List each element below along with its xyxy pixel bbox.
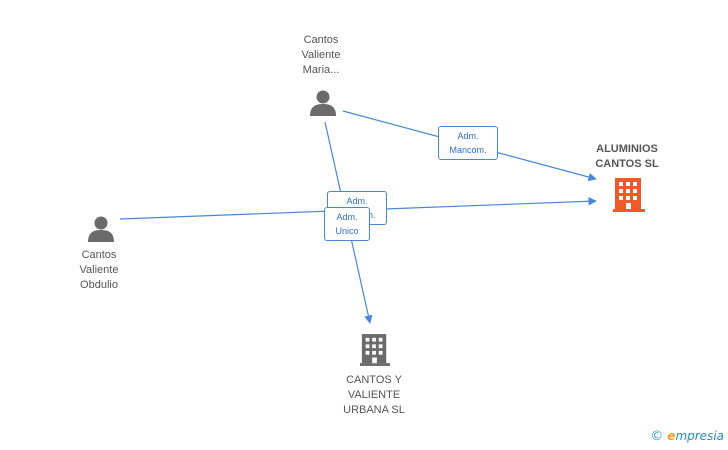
- person-label-maria: Cantos Valiente Maria...: [286, 33, 356, 78]
- edge-label-line: Unico: [335, 226, 359, 236]
- edge-label-line: Adm.: [336, 212, 358, 222]
- edge-label-line: Adm.: [346, 196, 368, 206]
- copyright-symbol: ©: [650, 429, 664, 444]
- label-line: Cantos: [81, 249, 117, 261]
- building-icon[interactable]: [613, 178, 645, 212]
- company-label-aluminios[interactable]: ALUMINIOS CANTOS SL: [582, 142, 672, 172]
- label-line: Cantos: [303, 34, 339, 46]
- label-line: CANTOS SL: [595, 158, 659, 170]
- label-line: Obdulio: [80, 279, 118, 291]
- label-line: Maria...: [302, 64, 340, 76]
- edge-label-line: Adm.: [457, 131, 479, 141]
- label-line: URBANA SL: [343, 404, 405, 416]
- label-line: Valiente: [79, 264, 119, 276]
- empresia-watermark: ©empresia: [650, 429, 724, 444]
- brand-name: mpresia: [675, 429, 724, 443]
- edge-label-line: Mancom.: [449, 145, 487, 155]
- company-label-urbana[interactable]: CANTOS Y VALIENTE URBANA SL: [329, 373, 419, 418]
- building-icon[interactable]: [360, 333, 390, 367]
- edge-label-maria-urbana[interactable]: Adm. Unico: [324, 207, 370, 241]
- label-line: CANTOS Y: [346, 374, 402, 386]
- person-icon[interactable]: [309, 88, 337, 116]
- label-line: ALUMINIOS: [596, 143, 658, 155]
- label-line: VALIENTE: [347, 389, 401, 401]
- brand-initial: e: [667, 429, 676, 443]
- person-label-obdulio: Cantos Valiente Obdulio: [64, 248, 134, 293]
- person-icon[interactable]: [87, 214, 115, 242]
- edge-label-maria-aluminios[interactable]: Adm. Mancom.: [438, 126, 498, 160]
- label-line: Valiente: [301, 49, 341, 61]
